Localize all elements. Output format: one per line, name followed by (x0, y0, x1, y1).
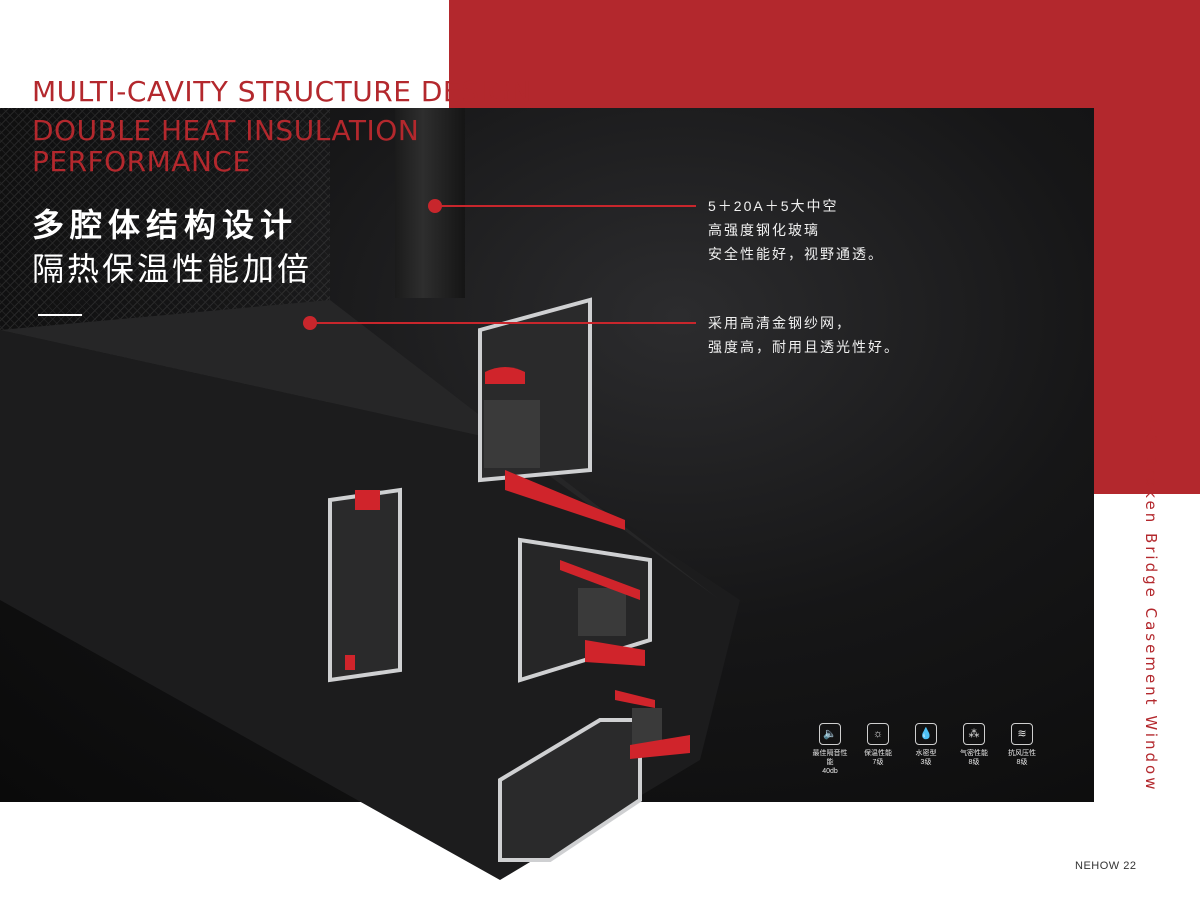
callout-marker-glass (428, 199, 442, 213)
thermal-insulation-icon: ☼ (867, 723, 889, 745)
rating-label: 抗风压性 (1008, 750, 1036, 757)
rating-label: 气密性能 (960, 750, 988, 757)
profile-frame-section (328, 487, 402, 683)
callout-glass-line2: 高强度钢化玻璃 (708, 222, 820, 238)
callout-mesh-text: 采用高清金钢纱网， 强度高，耐用且透光性好。 (708, 311, 900, 359)
water-tightness-icon: 💧 (915, 723, 937, 745)
title-chinese-line1: 多腔体结构设计 (32, 207, 299, 243)
title-divider (38, 314, 82, 316)
callout-line-glass (440, 205, 696, 207)
insulation-strip (560, 560, 640, 600)
callout-marker-mesh (303, 316, 317, 330)
rating-value: 3级 (920, 759, 932, 766)
rating-sound: 🔈 最佳隔音性能 40db (812, 723, 848, 776)
callout-glass-line3: 安全性能好，视野通透。 (708, 246, 884, 262)
rating-label: 保温性能 (864, 750, 892, 757)
rating-wind: ≋ 抗风压性 8级 (1004, 723, 1040, 776)
rating-value: 40db (822, 768, 838, 775)
performance-ratings: 🔈 最佳隔音性能 40db ☼ 保温性能 7级 💧 水密型 3级 ⁂ 气密性能 … (812, 723, 1040, 776)
middle-gasket-block (578, 588, 626, 636)
title-english-line1: MULTI-CAVITY STRUCTURE DESIGN (32, 75, 532, 108)
callout-glass-line1: 5＋20A＋5大中空 (708, 198, 839, 214)
rating-air: ⁂ 气密性能 8级 (956, 723, 992, 776)
rating-label: 水密型 (915, 750, 937, 757)
profile-bottom-section (498, 718, 642, 862)
insulation-strip (505, 470, 625, 530)
page-number: NEHOW 22 (1075, 860, 1137, 872)
product-name-vertical: H-3 Broken Bridge Casement Window (1138, 412, 1160, 792)
insulation-strip (585, 640, 645, 666)
callout-mesh-line2: 强度高，耐用且透光性好。 (708, 339, 900, 355)
rating-label: 最佳隔音性能 (812, 750, 848, 766)
rating-value: 8级 (1016, 759, 1028, 766)
title-chinese-line2: 隔热保温性能加倍 (32, 251, 313, 287)
rating-value: 7级 (872, 759, 884, 766)
callout-glass-text: 5＋20A＋5大中空 高强度钢化玻璃 安全性能好，视野通透。 (708, 194, 884, 266)
title-english-line3: PERFORMANCE (32, 145, 251, 178)
callout-line-mesh (315, 322, 696, 324)
rating-thermal: ☼ 保温性能 7级 (860, 723, 896, 776)
product-name-text: H-3 Broken Bridge Casement Window (1142, 412, 1160, 793)
insulation-strip (485, 367, 525, 384)
insulation-strip (355, 490, 380, 510)
rating-value: 8级 (968, 759, 980, 766)
sash-gasket-block (484, 400, 540, 468)
callout-mesh-line1: 采用高清金钢纱网， (708, 315, 852, 331)
insulation-strip (615, 690, 655, 708)
sound-insulation-icon: 🔈 (819, 723, 841, 745)
air-tightness-icon: ⁂ (963, 723, 985, 745)
insulation-strip (630, 735, 690, 759)
wind-pressure-icon: ≋ (1011, 723, 1033, 745)
title-english-line2: DOUBLE HEAT INSULATION (32, 114, 420, 147)
insulation-strip (345, 655, 355, 670)
rating-water: 💧 水密型 3级 (908, 723, 944, 776)
profile-top-face (0, 300, 720, 600)
